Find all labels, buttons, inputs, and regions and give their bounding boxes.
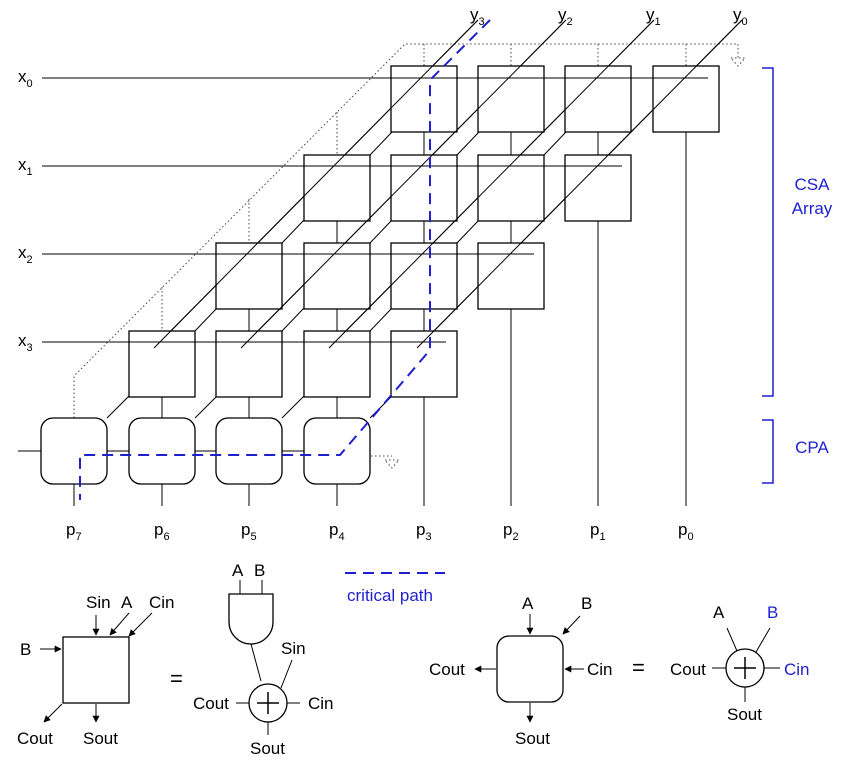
critical-path-line — [79, 19, 491, 500]
p0-label: p0 — [678, 520, 694, 543]
csa-bracket-label-line1: CSA — [795, 175, 831, 194]
cpa-b-label: B — [581, 594, 592, 613]
cpa-cell-0 — [40, 417, 108, 485]
cpa-bracket: CPA — [762, 419, 830, 484]
cpa-cell-1 — [128, 417, 196, 485]
y3-label: y3 — [470, 5, 485, 28]
csa-sin-label: Sin — [86, 593, 111, 612]
cpa-cell-legend — [474, 614, 584, 723]
dotted-carry-outline — [73, 43, 747, 469]
cpa-adder-cin-label: Cin — [784, 660, 810, 679]
and-gate-adder-labels: A B Sin Cout Cin Sout — [193, 561, 334, 758]
cpa-a-label: A — [522, 594, 534, 613]
p7-label: p7 — [66, 520, 82, 543]
csa-equals: = — [170, 666, 183, 691]
pass-through-wires — [129, 19, 743, 349]
csa-bracket-label-line2: Array — [792, 199, 833, 218]
y2-label: y2 — [558, 5, 573, 28]
csa-cell-r3-c0 — [128, 330, 196, 398]
p3-label: p3 — [416, 520, 432, 543]
csa-cout-label: Cout — [17, 729, 53, 748]
x3-label: x3 — [18, 331, 33, 354]
y0-label: y0 — [733, 5, 748, 28]
cpa-adder-b-label: B — [767, 603, 778, 622]
adder-sin-label: Sin — [281, 639, 306, 658]
csa-a-label: A — [121, 593, 133, 612]
csa-cell-r3-c1 — [215, 330, 283, 398]
cpa-adder-equivalent — [712, 627, 780, 702]
csa-bracket: CSA Array — [762, 67, 833, 397]
csa-cell-r0-c1 — [477, 65, 545, 133]
csa-cell-r2-c1 — [303, 242, 371, 310]
csa-cell-r0-c0 — [390, 65, 458, 133]
cpa-adder-a-label: A — [713, 603, 725, 622]
array-wires — [18, 19, 743, 506]
csa-cell-r1-c0 — [303, 154, 371, 222]
gate-b-label: B — [254, 561, 265, 580]
x-input-labels: x0 x1 x2 x3 — [18, 67, 33, 354]
and-gate-adder-equivalent — [228, 580, 300, 735]
p6-label: p6 — [154, 520, 170, 543]
cpa-cin-label: Cin — [587, 660, 613, 679]
cpa-adder-labels: A B Cout Cin Sout — [670, 603, 810, 724]
adder-cin-label: Cin — [308, 694, 334, 713]
cpa-adder-sout-label: Sout — [727, 705, 762, 724]
p5-label: p5 — [241, 520, 257, 543]
p1-label: p1 — [590, 520, 606, 543]
csa-cell-legend — [40, 612, 153, 723]
p4-label: p4 — [329, 520, 345, 543]
csa-cell-r2-c0 — [215, 242, 283, 310]
csa-sout-label: Sout — [83, 729, 118, 748]
gate-a-label: A — [232, 561, 244, 580]
y-input-labels: y3 y2 y1 y0 — [470, 5, 748, 28]
adder-cout-label: Cout — [193, 694, 229, 713]
p2-label: p2 — [503, 520, 519, 543]
x1-label: x1 — [18, 155, 33, 178]
cpa-cell-3 — [303, 417, 371, 485]
critical-path-label: critical path — [347, 586, 433, 605]
cpa-cells — [40, 417, 371, 485]
product-output-labels: p7 p6 p5 p4 p3 p2 p1 p0 — [66, 520, 694, 543]
x2-label: x2 — [18, 243, 33, 266]
csa-cell-legend-labels: Sin A Cin B Cout Sout = — [17, 593, 183, 748]
csa-cell-r3-c2 — [303, 330, 371, 398]
cpa-bracket-label: CPA — [795, 438, 829, 457]
cpa-equals: = — [632, 655, 645, 680]
csa-b-label: B — [20, 640, 31, 659]
csa-cin-label: Cin — [149, 593, 175, 612]
x0-label: x0 — [18, 67, 33, 90]
cpa-cout-label: Cout — [429, 660, 465, 679]
adder-sout-label: Sout — [250, 739, 285, 758]
csa-legend-box — [62, 636, 130, 704]
y1-label: y1 — [646, 5, 661, 28]
and-gate-shape — [228, 593, 274, 645]
cpa-cell-2 — [215, 417, 283, 485]
csa-cell-r1-c1 — [390, 154, 458, 222]
cpa-legend-box — [496, 635, 564, 703]
critical-path-legend: critical path — [345, 572, 445, 605]
cpa-adder-cout-label: Cout — [670, 660, 706, 679]
cpa-cell-legend-labels: A B Cout Cin Sout = — [429, 594, 645, 748]
cpa-sout-label: Sout — [515, 729, 550, 748]
